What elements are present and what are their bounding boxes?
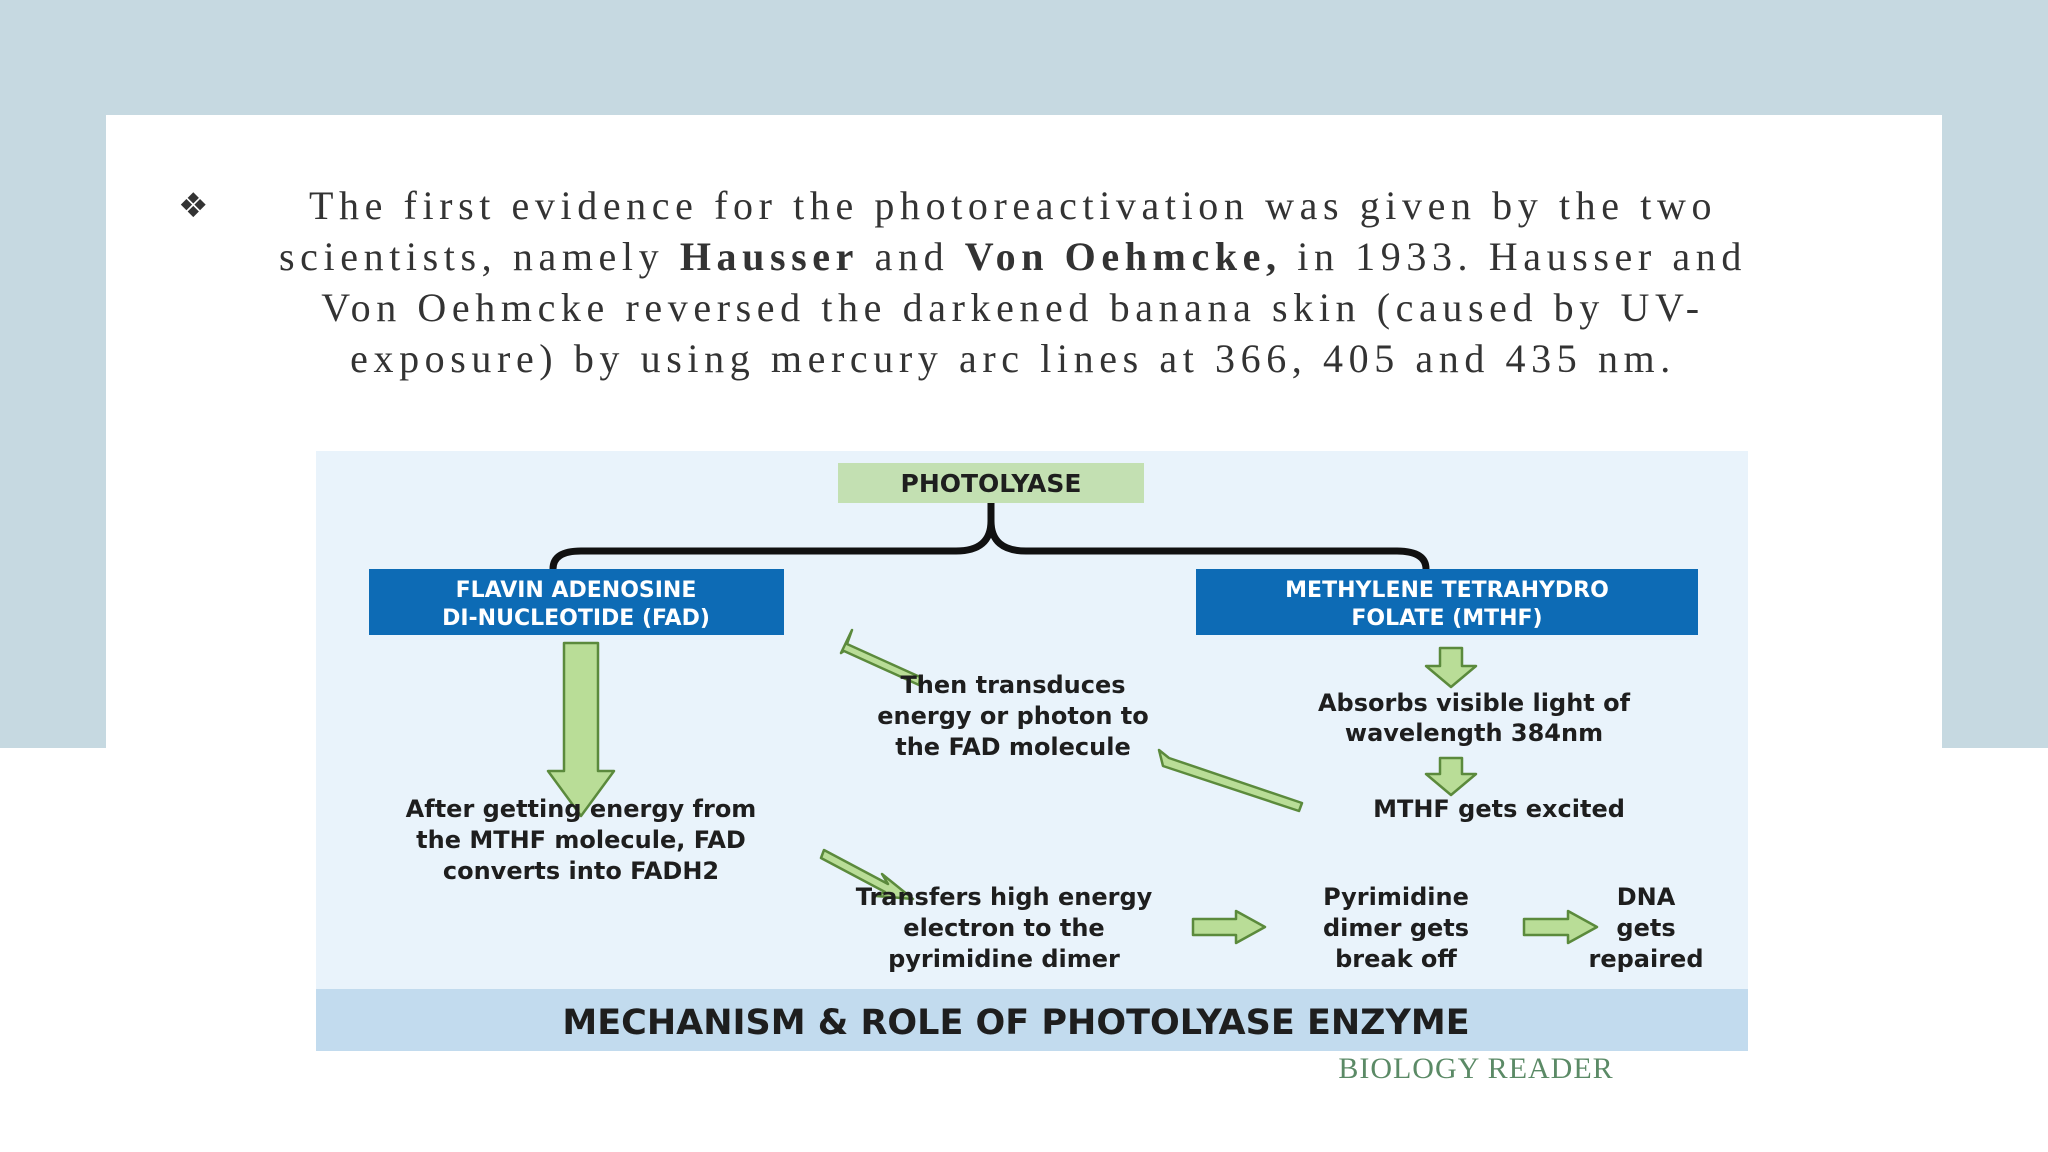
photolyase-diagram: PHOTOLYASE FLAVIN ADENOSINE DI-NUCLEOTID…	[316, 451, 1748, 1091]
mthf-excited-text: MTHF gets excited	[1373, 795, 1625, 823]
arrow-pyrimidine-to-dna	[1522, 909, 1599, 945]
pyrimidine-line-1: Pyrimidine	[1323, 883, 1469, 911]
photolyase-label-box	[838, 463, 1144, 503]
arrow-transduce-to-fad	[839, 628, 922, 687]
absorbs-line-2: wavelength 384nm	[1345, 719, 1603, 747]
diagram-background	[316, 451, 1748, 991]
arrow-excited-to-transduce	[1157, 748, 1304, 813]
arrow-mthf-down-2	[1424, 756, 1478, 797]
transduce-line-1: Then transduces	[900, 671, 1125, 699]
transfers-line-1: Transfers high energy	[856, 883, 1153, 911]
after-line-3: converts into FADH2	[443, 857, 719, 885]
after-line-1: After getting energy from	[406, 795, 757, 823]
pyrimidine-line-3: break off	[1335, 945, 1457, 973]
bullet-text: The first evidence for the photoreactiva…	[233, 180, 1793, 384]
bullet-text-part-2: and	[859, 234, 965, 279]
transduce-line-3: the FAD molecule	[895, 733, 1131, 761]
scientist-name-von-oehmcke: Von Oehmcke,	[964, 234, 1282, 279]
bullet-text-part-3: in 1933. Hausser and Von Oehmcke reverse…	[321, 234, 1747, 381]
mechanism-banner-box	[316, 989, 1748, 1051]
pyrimidine-line-2: dimer gets	[1323, 914, 1469, 942]
bracket-connector	[549, 503, 1430, 570]
transduce-line-2: energy or photon to	[877, 702, 1148, 730]
absorbs-line-1: Absorbs visible light of	[1318, 689, 1631, 717]
arrow-fad-down	[546, 641, 616, 818]
bullet-text-part-1: The first evidence for the photoreactiva…	[279, 183, 1718, 279]
dna-line-1: DNA	[1617, 883, 1676, 911]
mechanism-banner-title: MECHANISM & ROLE OF PHOTOLYASE ENZYME	[562, 1003, 1469, 1043]
fad-box-line-2: DI-NUCLEOTIDE (FAD)	[442, 606, 710, 631]
transfers-line-3: pyrimidine dimer	[888, 945, 1120, 973]
mthf-box-line-1: METHYLENE TETRAHYDRO	[1285, 578, 1609, 603]
transfers-line-2: electron to the	[903, 914, 1104, 942]
dna-line-3: repaired	[1588, 945, 1703, 973]
after-line-2: the MTHF molecule, FAD	[416, 826, 746, 854]
fad-box	[369, 569, 784, 635]
arrow-mthf-down-1	[1424, 646, 1478, 689]
biology-reader-watermark: BIOLOGY READER	[1338, 1052, 1613, 1085]
arrow-fadh2-to-transfers	[819, 848, 915, 901]
bullet-point: ❖ The first evidence for the photoreacti…	[178, 180, 1798, 384]
mthf-box-line-2: FOLATE (MTHF)	[1351, 606, 1542, 631]
dna-line-2: gets	[1616, 914, 1675, 942]
photolyase-label: PHOTOLYASE	[901, 469, 1082, 498]
four-diamond-bullet-icon: ❖	[178, 186, 209, 226]
arrow-transfers-to-pyrimidine	[1191, 909, 1267, 945]
fad-box-line-1: FLAVIN ADENOSINE	[456, 578, 697, 603]
mthf-box	[1196, 569, 1698, 635]
scientist-name-hausser: Hausser	[679, 234, 860, 279]
